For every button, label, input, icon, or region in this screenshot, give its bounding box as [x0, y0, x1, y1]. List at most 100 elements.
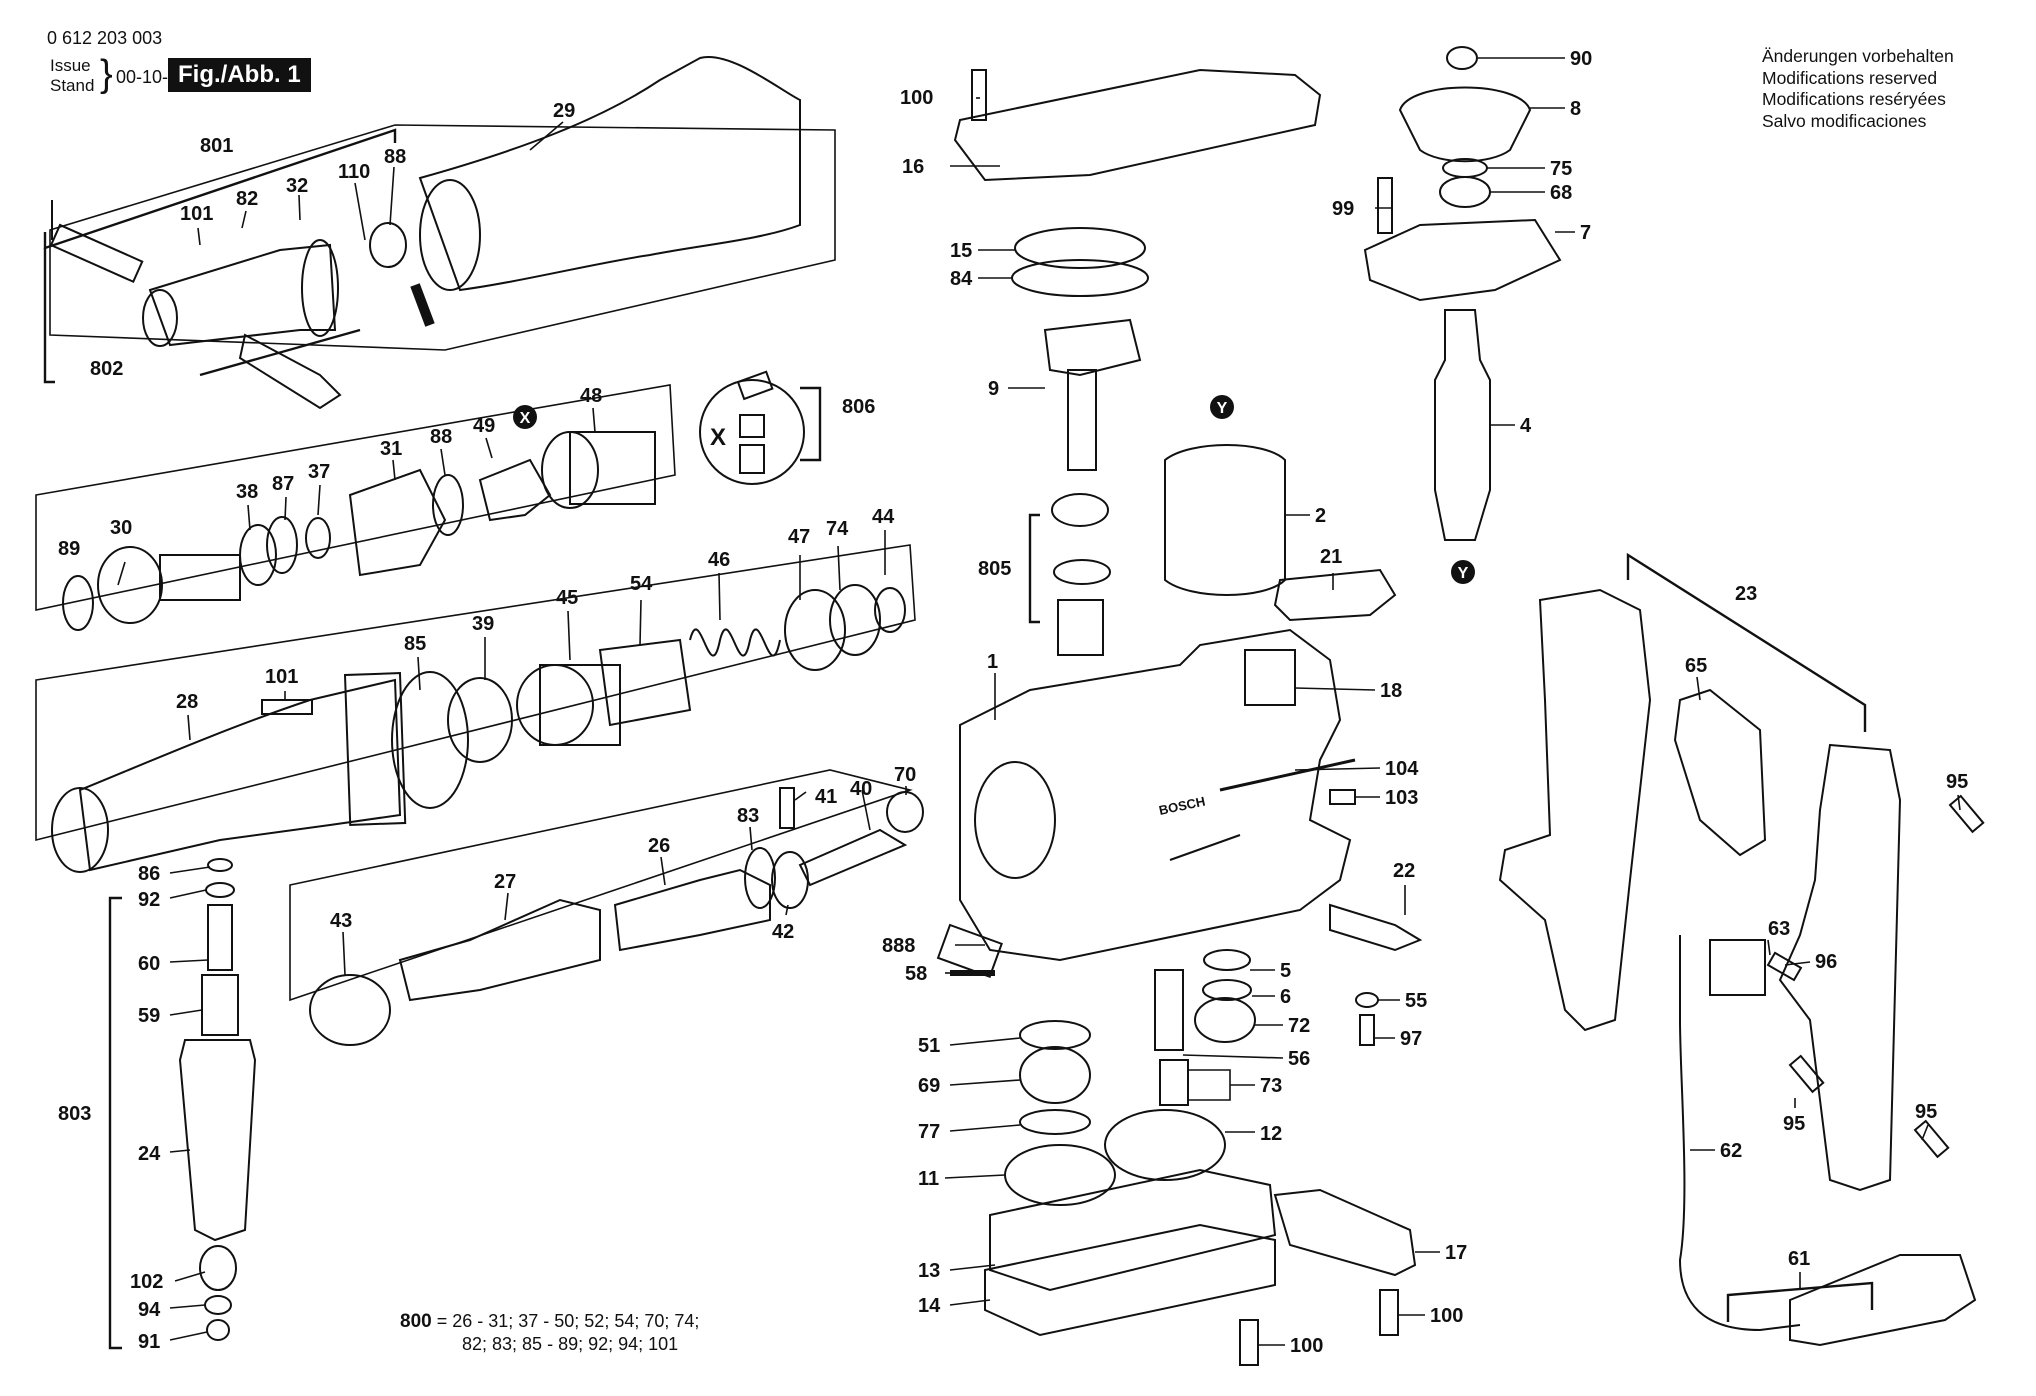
part-41: [779, 787, 795, 829]
part-27: [398, 898, 601, 1002]
label-63: 63: [1768, 918, 1790, 940]
label-75: 75: [1550, 158, 1572, 180]
label-49: 49: [473, 415, 495, 437]
part-49: [478, 458, 552, 522]
marker-y-label-armature: Y: [1458, 565, 1469, 582]
part-77: [1019, 1109, 1091, 1135]
label-802: 802: [90, 358, 123, 380]
part-91: [206, 1319, 230, 1341]
label-31: 31: [380, 438, 402, 460]
part-87: [266, 516, 298, 574]
part-28: [78, 678, 402, 872]
label-806: 806: [842, 396, 875, 418]
part-74: [829, 584, 881, 656]
label-72: 72: [1288, 1015, 1310, 1037]
label-11: 11: [918, 1168, 939, 1190]
label-803: 803: [58, 1103, 91, 1125]
label-13: 13: [918, 1260, 940, 1282]
label-21: 21: [1320, 546, 1342, 568]
label-26: 26: [648, 835, 670, 857]
part-51: [1019, 1020, 1091, 1050]
part-92: [205, 882, 235, 898]
label-74: 74: [826, 518, 849, 540]
label-23: 23: [1735, 583, 1757, 605]
set-note-key: 800: [400, 1311, 432, 1332]
label-58: 58: [905, 963, 927, 985]
label-17: 17: [1445, 1242, 1467, 1264]
disclaimer-line-es: Salvo modificaciones: [1762, 110, 1927, 131]
label-99: 99: [1332, 198, 1354, 220]
label-65: 65: [1685, 655, 1707, 677]
label-95-low: 95: [1915, 1101, 1937, 1123]
issue-brace: }: [100, 53, 113, 95]
part-97: [1359, 1014, 1375, 1046]
label-68: 68: [1550, 182, 1572, 204]
label-82: 82: [236, 188, 258, 210]
label-84: 84: [950, 268, 973, 290]
part-15: [1014, 227, 1146, 269]
label-41: 41: [815, 786, 837, 808]
label-88-mid: 88: [430, 426, 452, 448]
figure-title-badge: Fig./Abb. 1: [168, 58, 311, 92]
label-16: 16: [902, 156, 924, 178]
part-39: [447, 677, 513, 763]
label-77: 77: [918, 1121, 940, 1143]
part-63: [1709, 939, 1766, 996]
label-30: 30: [110, 517, 132, 539]
part-13-gasket: [989, 1168, 1277, 1292]
part-40: [798, 828, 908, 887]
part-16-cover: [953, 68, 1322, 182]
part-888: [936, 923, 1003, 978]
label-5: 5: [1280, 960, 1291, 982]
label-45: 45: [556, 587, 578, 609]
label-89: 89: [58, 538, 80, 560]
part-23-handle-left: [1498, 588, 1652, 1032]
part-65-switch: [1673, 688, 1767, 857]
label-100-top: 100: [900, 87, 933, 109]
part-806-detail: [699, 379, 805, 485]
part-29-housing: [418, 55, 801, 292]
part-61-plug: [1789, 1254, 1977, 1347]
part-9-shaft: [1043, 318, 1142, 377]
label-95-right: 95: [1946, 771, 1968, 793]
label-54: 54: [630, 573, 653, 595]
label-110: 110: [338, 161, 370, 183]
marker-x-label: X: [520, 410, 531, 427]
label-62: 62: [1720, 1140, 1742, 1162]
part-14-base: [984, 1223, 1276, 1337]
label-39: 39: [472, 613, 494, 635]
part-43: [309, 974, 391, 1046]
document-number: 0 612 203 003: [47, 28, 163, 48]
label-24: 24: [138, 1143, 161, 1165]
part-68: [1439, 176, 1491, 208]
part-47: [784, 589, 846, 671]
part-38: [239, 524, 277, 586]
label-27: 27: [494, 871, 516, 893]
assembly-frames: [35, 124, 1874, 1350]
part-101-screw: [261, 699, 313, 715]
part-56: [1154, 969, 1184, 1051]
modifications-disclaimer: Änderungen vorbehalten Modifications res…: [1762, 46, 1954, 132]
reference-markers: X X Y Y: [513, 395, 1475, 584]
label-8: 8: [1570, 98, 1581, 120]
stand-label: Stand: [50, 76, 95, 95]
part-69: [1019, 1046, 1091, 1104]
part-95c: [1913, 1119, 1950, 1159]
label-14: 14: [918, 1295, 941, 1317]
label-2: 2: [1315, 505, 1326, 527]
part-83: [744, 847, 776, 909]
part-100a-screw: [971, 69, 987, 121]
label-96: 96: [1815, 951, 1837, 973]
disclaimer-line-en: Modifications reserved: [1762, 67, 1938, 88]
label-104: 104: [1385, 758, 1419, 780]
part-4-armature: [1434, 309, 1491, 541]
leader-lines: [117, 57, 1961, 1346]
part-6: [1202, 979, 1252, 1001]
part-54: [598, 638, 692, 727]
label-73: 73: [1260, 1075, 1282, 1097]
label-32: 32: [286, 175, 308, 197]
label-55: 55: [1405, 990, 1427, 1012]
label-28: 28: [176, 691, 198, 713]
label-61: 61: [1788, 1248, 1810, 1270]
part-2-field: [1164, 444, 1286, 596]
